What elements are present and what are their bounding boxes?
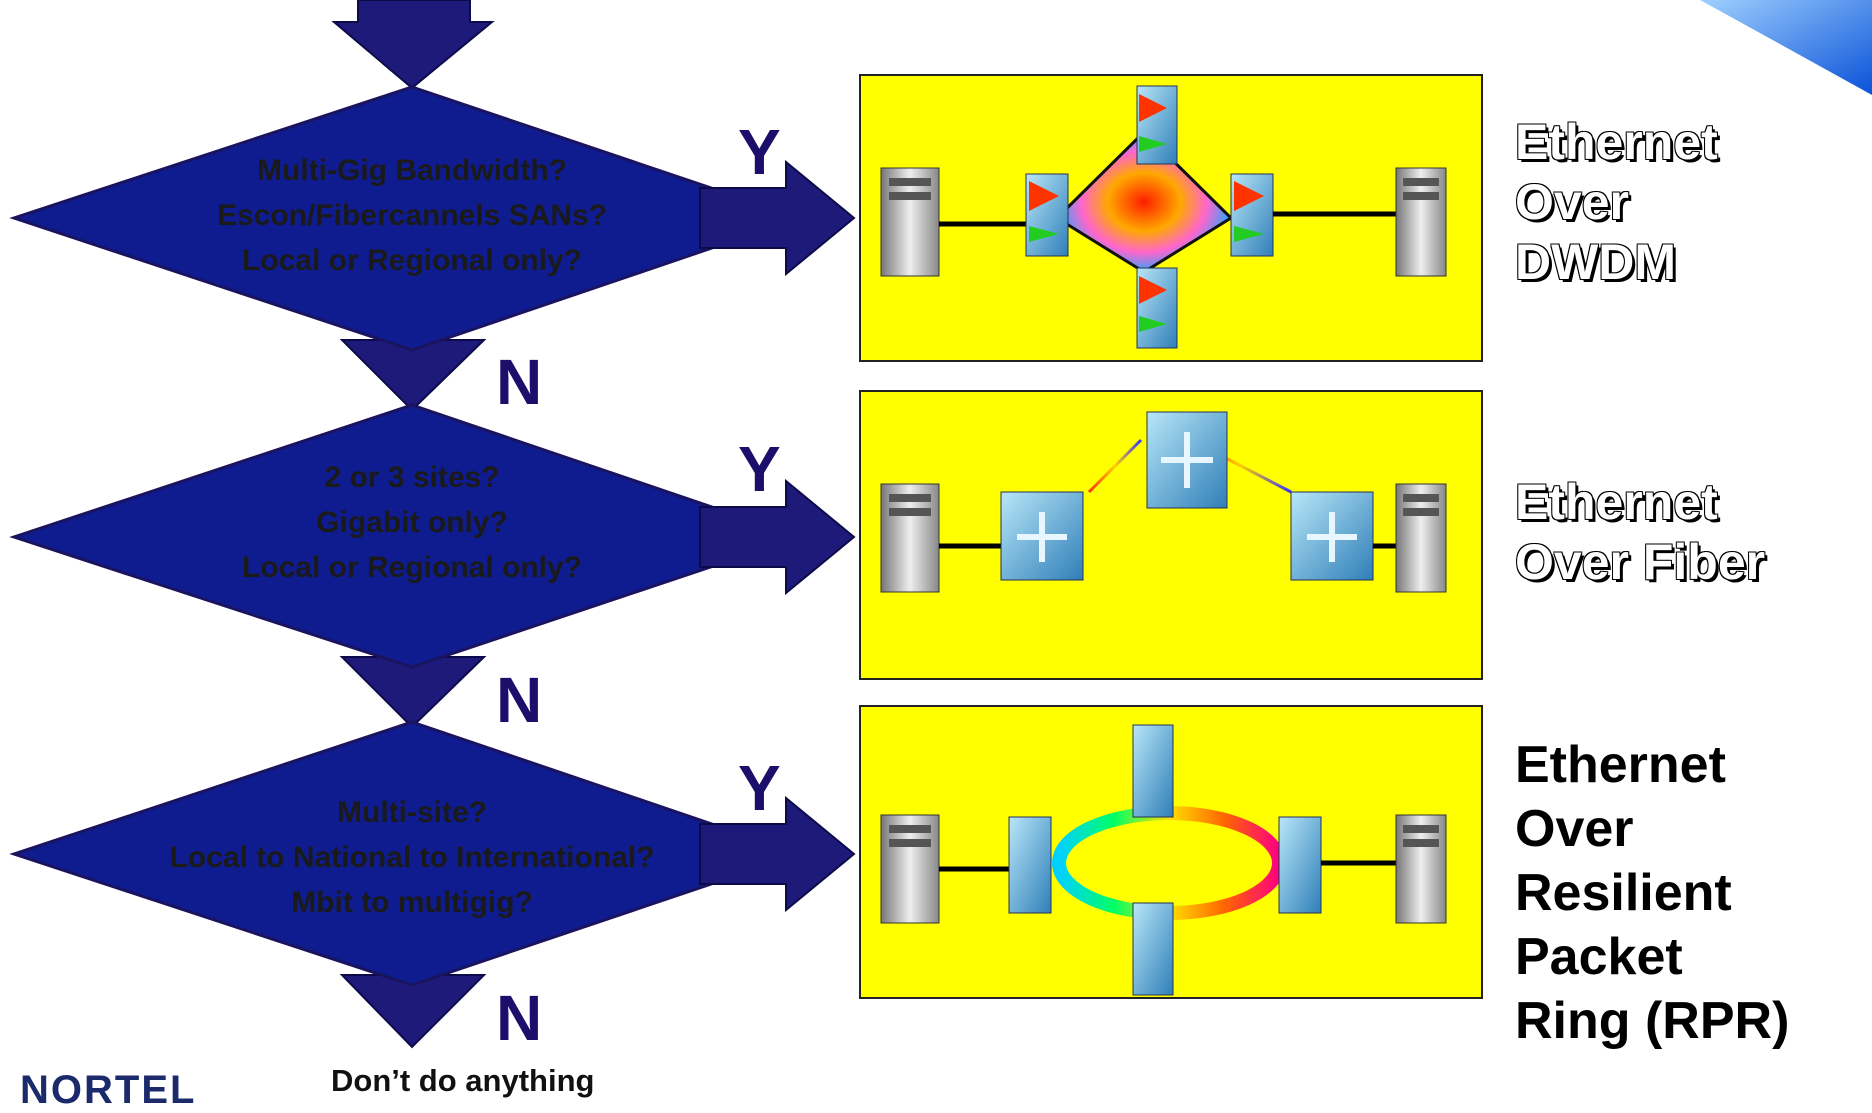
- oadm-top: [1136, 85, 1178, 165]
- right-arrows: [699, 159, 856, 913]
- no-label-1: N: [496, 346, 543, 418]
- decision-diamond-3: [9, 720, 805, 987]
- fiber-panel: [859, 390, 1483, 680]
- rpr-ring: [1052, 806, 1286, 920]
- oadm-bottom: [1136, 267, 1178, 349]
- dwdm-illustration: [880, 85, 1447, 349]
- decision-diamond-2: [9, 403, 805, 669]
- down-arrow-top: [331, 0, 495, 90]
- rpr-node-bottom: [1132, 902, 1174, 996]
- question-3-line-3: Mbit to multigig?: [291, 886, 533, 919]
- result-rpr: Ethernet Over Resilient Packet Ring (RPR…: [1515, 733, 1789, 1053]
- result-fiber: Ethernet Over Fiber: [1515, 472, 1765, 592]
- result-rpr-line-5: Ring (RPR): [1515, 992, 1790, 1050]
- switch-left: [1000, 491, 1084, 581]
- rpr-node-right: [1278, 816, 1322, 914]
- switch-right: [1290, 491, 1374, 581]
- right-arrow-2: [699, 478, 856, 596]
- yes-label-2: Y: [738, 433, 781, 505]
- server-left-3: [880, 814, 940, 924]
- result-fiber-line-2: Over Fiber: [1515, 534, 1766, 590]
- right-arrow-3: [699, 795, 856, 913]
- question-1-line-1: Multi-Gig Bandwidth?: [257, 154, 567, 187]
- final-action-text: Don’t do anything: [331, 1063, 595, 1098]
- result-dwdm-line-2: Over: [1515, 174, 1629, 230]
- rpr-node-top: [1132, 724, 1174, 818]
- question-2-line-1: 2 or 3 sites?: [324, 461, 500, 494]
- result-dwdm-line-3: DWDM: [1515, 234, 1677, 290]
- question-2: 2 or 3 sites? Gigabit only? Local or Reg…: [92, 455, 732, 590]
- server-right-3: [1395, 814, 1447, 924]
- result-rpr-line-3: Resilient: [1515, 864, 1732, 922]
- down-arrows: [331, 0, 495, 1049]
- oadm-right: [1230, 173, 1274, 257]
- right-arrow-1: [699, 159, 856, 277]
- server-left-1: [880, 167, 940, 277]
- oadm-left: [1025, 173, 1069, 257]
- question-1-line-2: Escon/Fibercannels SANs?: [216, 199, 608, 232]
- question-3-line-2: Local to National to International?: [169, 841, 655, 874]
- no-label-3: N: [496, 982, 543, 1054]
- corner-swoosh: [1700, 0, 1872, 95]
- result-rpr-line-1: Ethernet: [1515, 736, 1726, 794]
- question-3-line-1: Multi-site?: [337, 796, 487, 829]
- rpr-illustration: [880, 724, 1447, 996]
- result-dwdm-line-1: Ethernet: [1515, 114, 1718, 170]
- question-2-line-2: Gigabit only?: [316, 506, 508, 539]
- result-fiber-line-1: Ethernet: [1515, 474, 1718, 530]
- yes-label-1: Y: [738, 116, 781, 188]
- diamonds: [9, 85, 805, 987]
- server-right-1: [1395, 167, 1447, 277]
- result-rpr-line-4: Packet: [1515, 928, 1683, 986]
- dwdm-panel: [859, 74, 1483, 362]
- question-2-line-3: Local or Regional only?: [241, 551, 583, 584]
- server-left-2: [880, 483, 940, 593]
- question-1-line-3: Local or Regional only?: [241, 244, 583, 277]
- result-dwdm: Ethernet Over DWDM: [1515, 112, 1718, 292]
- server-right-2: [1395, 483, 1447, 593]
- question-1: Multi-Gig Bandwidth? Escon/Fibercannels …: [92, 148, 732, 283]
- yes-label-3: Y: [738, 752, 781, 824]
- result-rpr-line-2: Over: [1515, 800, 1634, 858]
- decision-diamond-1: [9, 85, 805, 352]
- rpr-node-left: [1008, 816, 1052, 914]
- switch-top: [1146, 411, 1228, 509]
- no-label-2: N: [496, 664, 543, 736]
- fiber-illustration: [880, 411, 1447, 593]
- rpr-panel: [859, 705, 1483, 999]
- question-3: Multi-site? Local to National to Interna…: [92, 790, 732, 925]
- nortel-logo: NORTEL: [20, 1068, 197, 1112]
